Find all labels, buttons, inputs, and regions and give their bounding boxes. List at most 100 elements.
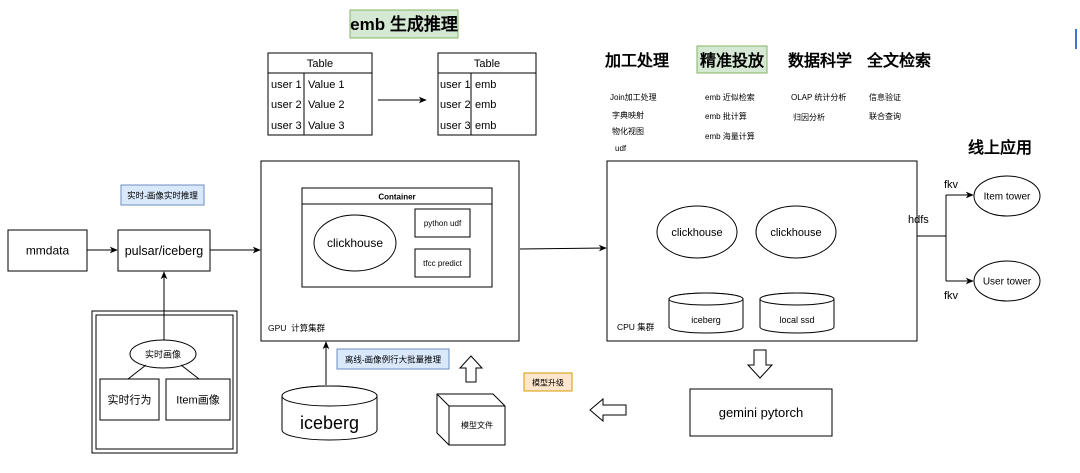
table-cell: emb bbox=[475, 79, 496, 91]
container-title: Container bbox=[378, 193, 415, 202]
cpu-clickhouse-label-1: clickhouse bbox=[671, 227, 722, 239]
capability-item: 归因分析 bbox=[793, 112, 825, 122]
python-udf-label: python udf bbox=[424, 219, 462, 228]
pulsar-node: pulsar/iceberg bbox=[117, 229, 211, 272]
gpu-to-cpu-arrow bbox=[519, 244, 607, 252]
profile-to-behavior-link bbox=[127, 364, 147, 380]
hollow-down-arrow bbox=[746, 349, 774, 379]
gpu-cluster-label: GPU 计算集群 bbox=[268, 323, 326, 333]
model-file-cube: 模型文件 bbox=[436, 393, 506, 446]
capability-data-science: 数据科学 OLAP 统计分析 归因分析 bbox=[788, 51, 852, 122]
table-cell: Value 2 bbox=[308, 99, 345, 111]
pulsar-box bbox=[117, 229, 211, 272]
local-ssd-label: local ssd bbox=[779, 315, 814, 325]
mmdata-label: mmdata bbox=[26, 244, 70, 258]
user-tower-label: User tower bbox=[983, 277, 1032, 288]
capability-item: 字典映射 bbox=[612, 110, 644, 120]
capability-fulltext-search: 全文检索 信息验证 联合查询 bbox=[866, 51, 931, 121]
offline-iceberg-cylinder-top bbox=[281, 385, 378, 407]
local-ssd-storage: local ssd bbox=[759, 292, 835, 334]
realtime-profile-group: 实时画像 实时行为 Item画像 bbox=[91, 310, 238, 454]
hollow-up-arrow bbox=[458, 355, 484, 383]
diagram-title: emb 生成推理 bbox=[350, 14, 458, 34]
table-cell: Value 1 bbox=[308, 79, 345, 91]
online-title: 线上应用 bbox=[968, 138, 1032, 157]
gpu-cluster: GPU 计算集群 Container clickhouse python udf… bbox=[260, 160, 520, 342]
model-file-label: 模型文件 bbox=[461, 420, 493, 430]
realtime-profile-node bbox=[129, 339, 197, 369]
user-tower-ellipse bbox=[973, 260, 1041, 302]
table-cell: user 2 bbox=[271, 99, 302, 111]
fkv-label-top: fkv bbox=[944, 179, 959, 191]
item-tower-ellipse bbox=[973, 175, 1041, 217]
realtime-profile-label: 实时画像 bbox=[145, 349, 181, 360]
cpu-to-online-link bbox=[917, 195, 947, 281]
table-cell: Value 3 bbox=[308, 120, 345, 132]
fkv-label-bottom: fkv bbox=[944, 290, 959, 302]
capability-highlight bbox=[696, 45, 768, 74]
cpu-iceberg-cylinder-top bbox=[668, 292, 744, 306]
cpu-cluster: CPU 集群 clickhouse clickhouse iceberg loc… bbox=[606, 160, 918, 342]
gemini-pytorch-box bbox=[689, 388, 833, 437]
table-cell: user 1 bbox=[271, 79, 302, 91]
capability-title: 加工处理 bbox=[604, 51, 669, 70]
capability-item: 信息验证 bbox=[869, 92, 901, 102]
realtime-tag-bg bbox=[120, 184, 205, 206]
capability-item: emb 批计算 bbox=[705, 111, 747, 121]
realtime-behavior-box bbox=[99, 378, 160, 421]
title-badge: emb 生成推理 bbox=[349, 9, 459, 39]
cpu-clickhouse-node-1 bbox=[656, 205, 738, 259]
item-profile-box bbox=[165, 378, 231, 421]
cpu-iceberg-label: iceberg bbox=[691, 315, 721, 325]
gpu-clickhouse-label: clickhouse bbox=[327, 236, 383, 250]
realtime-tag-label: 实时-画像实时推理 bbox=[127, 191, 198, 201]
item-tower-node: Item tower bbox=[973, 175, 1041, 217]
capability-processing: 加工处理 Join加工处理 字典映射 物化视图 udf bbox=[604, 51, 669, 153]
edge-indicator bbox=[1075, 29, 1077, 49]
profile-to-item-link bbox=[180, 364, 200, 380]
capability-targeting: 精准投放 emb 近似检索 emb 批计算 emb 海量计算 bbox=[696, 45, 768, 141]
gemini-pytorch-label: gemini pytorch bbox=[719, 405, 804, 420]
offline-tag-label: 离线-画像例行大批量推理 bbox=[345, 355, 442, 365]
capability-item: 物化视图 bbox=[612, 126, 644, 136]
table-header: Table bbox=[307, 58, 333, 70]
pulsar-label: pulsar/iceberg bbox=[125, 244, 204, 258]
table-cell: user 3 bbox=[440, 120, 471, 132]
item-profile-label: Item画像 bbox=[176, 394, 219, 407]
capability-item: emb 近似检索 bbox=[705, 92, 755, 102]
offline-iceberg-storage: iceberg bbox=[281, 385, 378, 441]
realtime-behavior-label: 实时行为 bbox=[108, 393, 152, 407]
gemini-pytorch-node: gemini pytorch bbox=[689, 388, 833, 437]
tfcc-predict-box bbox=[414, 248, 471, 278]
table-cell: user 3 bbox=[271, 120, 302, 132]
mmdata-node: mmdata bbox=[7, 229, 88, 272]
capability-title: 精准投放 bbox=[700, 51, 765, 70]
user-tower-node: User tower bbox=[973, 260, 1041, 302]
title-badge-bg bbox=[349, 9, 459, 39]
table-border bbox=[437, 52, 537, 136]
capability-title: 数据科学 bbox=[788, 51, 852, 70]
capability-item: emb 海量计算 bbox=[705, 131, 755, 141]
embedding-table: Table user 1 emb user 2 emb user 3 emb bbox=[437, 52, 537, 136]
source-table: Table user 1 Value 1 user 2 Value 2 user… bbox=[267, 52, 373, 136]
table-cell: emb bbox=[475, 99, 496, 111]
capability-item: udf bbox=[615, 144, 627, 153]
offline-iceberg-label: iceberg bbox=[300, 413, 359, 433]
table-cell: user 2 bbox=[440, 99, 471, 111]
item-tower-label: Item tower bbox=[984, 192, 1031, 203]
table-cell: user 1 bbox=[440, 79, 471, 91]
model-upgrade-tag: 模型升级 bbox=[523, 372, 573, 392]
gpu-clickhouse-node bbox=[313, 214, 397, 272]
tfcc-predict-label: tfcc predict bbox=[423, 259, 462, 268]
table-cell: emb bbox=[475, 120, 496, 132]
cpu-iceberg-storage: iceberg bbox=[668, 292, 744, 334]
table-header: Table bbox=[474, 58, 500, 70]
table-border bbox=[267, 52, 373, 136]
capability-title: 全文检索 bbox=[866, 51, 931, 70]
python-udf-box bbox=[414, 208, 471, 238]
capability-item: OLAP 统计分析 bbox=[791, 92, 846, 102]
offline-tag-bg bbox=[336, 348, 450, 370]
model-upgrade-tag-bg bbox=[523, 372, 573, 392]
model-file-cube-outline bbox=[436, 393, 506, 446]
